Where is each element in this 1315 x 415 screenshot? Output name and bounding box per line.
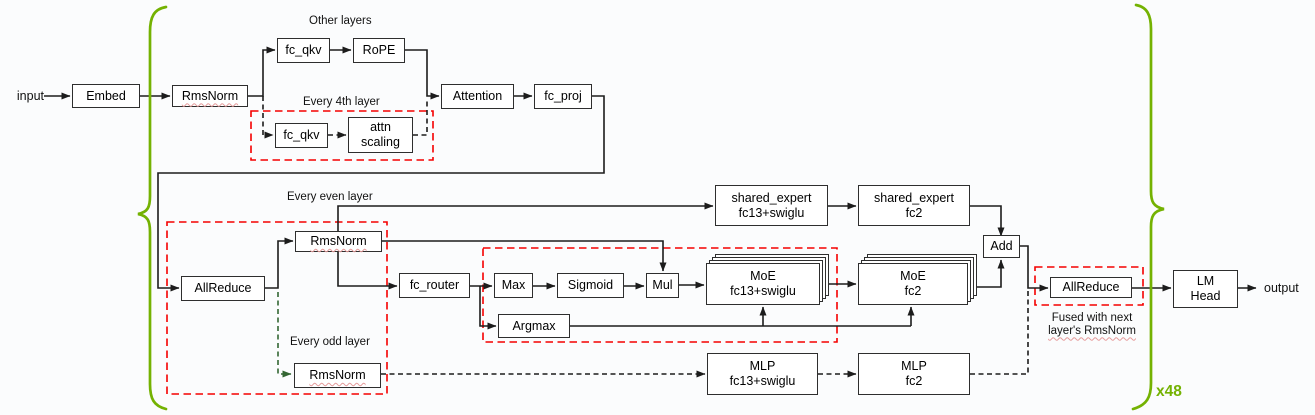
max-node: Max xyxy=(494,273,533,298)
embed-node: Embed xyxy=(72,84,140,108)
wire-rmsnorm-fcqkv4th xyxy=(262,96,274,139)
wire-rope-attention xyxy=(405,49,440,100)
wire-odd-layer-path xyxy=(277,292,292,378)
attention-node: Attention xyxy=(441,84,514,109)
other-layers-label: Other layers xyxy=(309,15,372,27)
mul-node: Mul xyxy=(646,273,679,298)
output-label: output xyxy=(1264,281,1299,295)
wire-even-layer-sharedexpert xyxy=(337,202,714,231)
wire-add-allreduce xyxy=(1020,245,1049,292)
fc-qkv-node: fc_qkv xyxy=(277,38,330,63)
wire-shared2-add xyxy=(970,205,1005,237)
add-node: Add xyxy=(983,235,1020,258)
fc-proj-node: fc_proj xyxy=(534,84,592,109)
repeat-count-label: x48 xyxy=(1156,383,1182,400)
rope-node: RoPE xyxy=(353,38,405,63)
repeat-brace-left xyxy=(137,5,168,411)
every-odd-layer-label: Every odd layer xyxy=(290,336,370,348)
fc-qkv-4th-node: fc_qkv xyxy=(275,123,328,148)
wire-moefc2-add xyxy=(977,259,1005,288)
allreduce-right-node: AllReduce xyxy=(1050,277,1132,298)
sigmoid-node: Sigmoid xyxy=(557,273,624,298)
wire-allreduce-rmsnorm xyxy=(265,237,294,289)
repeat-brace-right xyxy=(1131,3,1165,411)
allreduce-left-node: AllReduce xyxy=(181,276,265,301)
wire-attnscaling-merge xyxy=(413,100,428,136)
every-even-layer-label: Every even layer xyxy=(287,191,373,203)
fused-note: Fused with next layer's RmsNorm xyxy=(1048,312,1136,337)
wire-rmsnorm-fcqkv xyxy=(248,46,276,97)
wire-mlpfc2-merge xyxy=(970,291,1029,375)
argmax-node: Argmax xyxy=(498,314,570,338)
rmsnorm-odd-node: RmsNorm xyxy=(294,363,381,388)
wire-rmsnorm-fcrouter xyxy=(337,252,398,290)
every-4th-layer-label: Every 4th layer xyxy=(303,96,380,108)
rmsnorm-attn-node: RmsNorm xyxy=(172,85,248,107)
rmsnorm-moe-node: RmsNorm xyxy=(295,231,382,252)
fc-router-node: fc_router xyxy=(399,273,470,298)
input-label: input xyxy=(16,89,44,103)
wire-rmsnorm-mul xyxy=(382,240,667,272)
